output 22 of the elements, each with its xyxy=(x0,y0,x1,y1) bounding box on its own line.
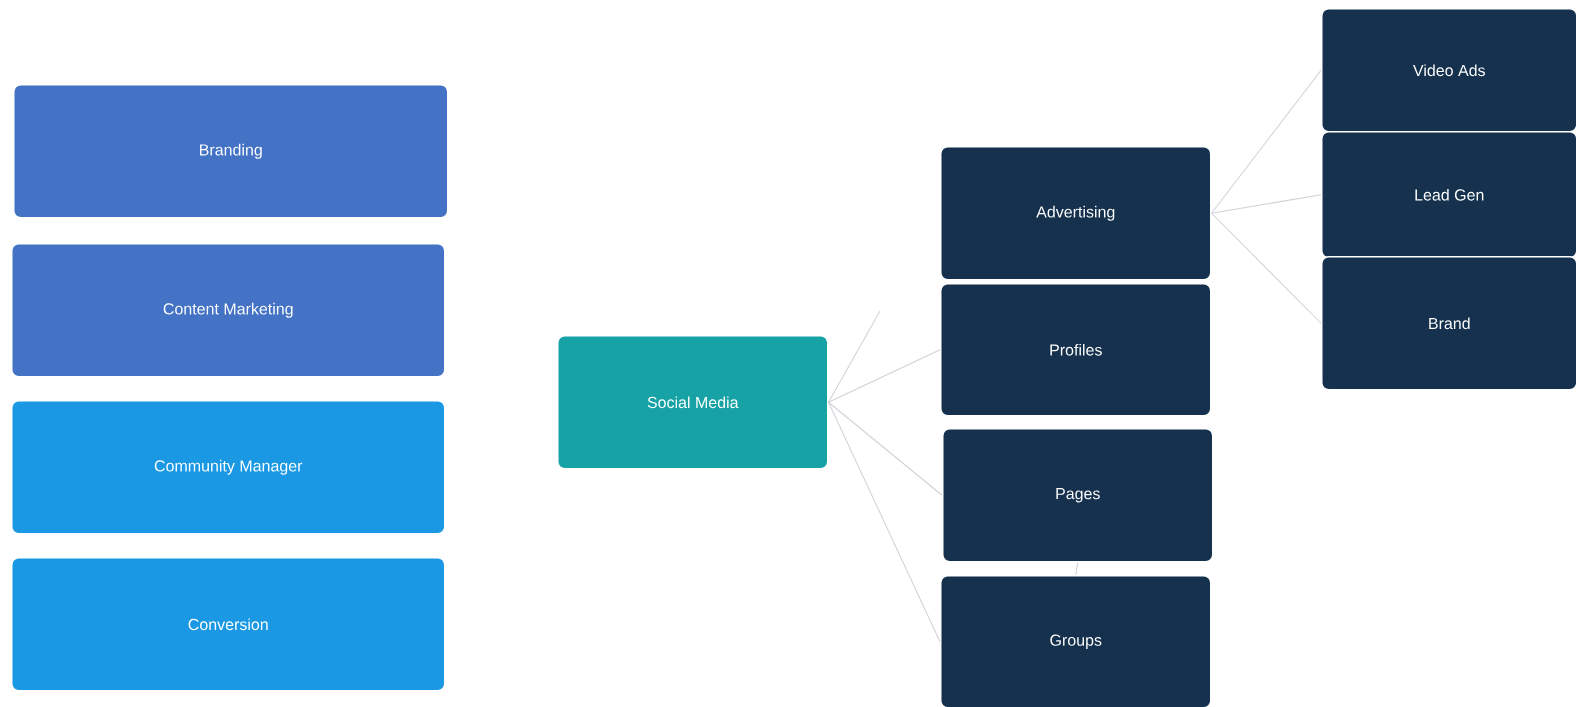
connector-line xyxy=(828,349,941,403)
process-box: Content Marketing xyxy=(11,243,446,378)
connector-line xyxy=(828,310,881,403)
process-box: Brand xyxy=(1321,256,1576,391)
connector-line xyxy=(828,401,943,496)
node-label: Lead Gen xyxy=(1415,188,1484,201)
process-box: Branding xyxy=(13,84,449,219)
process-box: Pages xyxy=(942,428,1214,563)
connector-line xyxy=(1211,212,1322,324)
connector-line xyxy=(1211,194,1322,214)
connector-line xyxy=(1211,69,1322,214)
process-box: Profiles xyxy=(940,283,1212,417)
process-box: Lead Gen xyxy=(1321,131,1576,259)
connector-line xyxy=(1075,562,1079,576)
connector-line xyxy=(828,401,941,643)
process-box: Video Ads xyxy=(1321,8,1576,133)
process-box: Advertising xyxy=(940,146,1212,281)
process-box: Conversion xyxy=(11,557,446,692)
process-box: Social Media xyxy=(557,335,829,470)
process-box: Groups xyxy=(940,575,1212,707)
process-box: Community Manager xyxy=(11,400,446,535)
node-label: Video Ads xyxy=(1413,64,1485,77)
